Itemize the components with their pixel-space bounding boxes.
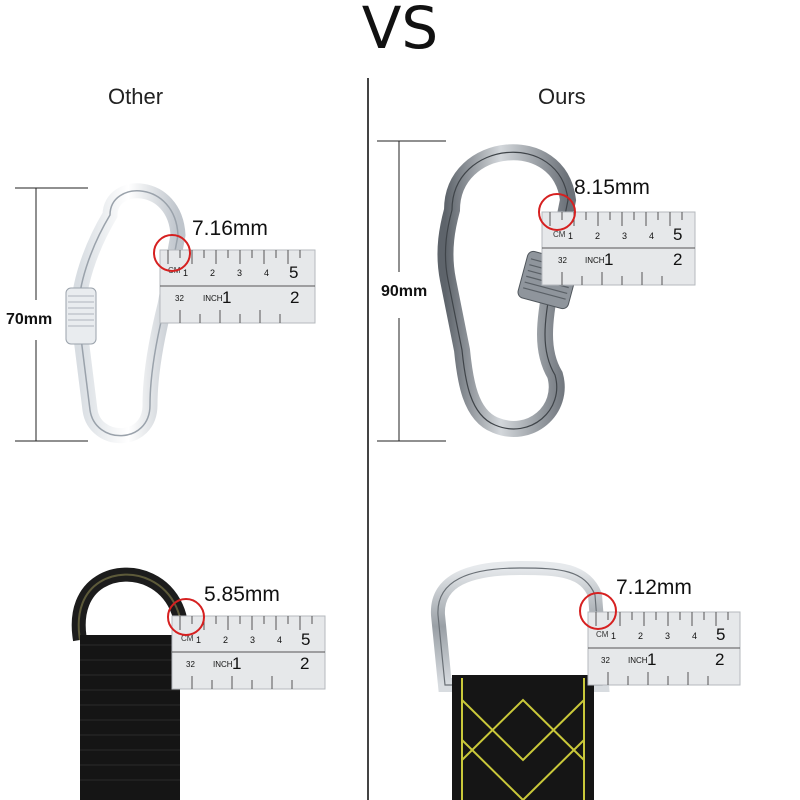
ours-dring-thickness: 7.12mm [616,576,692,599]
highlight-circle [579,592,617,630]
ruler-cm-tick: 3 [250,635,256,645]
highlight-circle [538,193,576,231]
ruler-fraction: 32 [175,294,184,303]
ruler-inch-tick: 1 [232,654,242,673]
ruler-cm-tick: 5 [289,263,299,282]
ruler-inch-tick: 2 [715,650,725,669]
ruler-cm-tick: 2 [638,631,644,641]
ruler-cm-tick: 1 [611,631,617,641]
ruler [587,611,741,686]
ruler-inch-unit: INCH [628,656,648,665]
ruler-cm-unit: CM [553,230,566,239]
ruler-cm-tick: 5 [716,625,726,644]
ruler-cm-tick: 4 [277,635,283,645]
ruler-cm-tick: 4 [692,631,698,641]
column-label-ours: Ours [538,84,586,109]
ruler-cm-tick: 4 [649,231,655,241]
ruler-inch-tick: 1 [604,250,614,269]
ruler-cm-tick: 4 [264,268,270,278]
other-carabiner-graphic [15,183,316,444]
other-carabiner-length: 70mm [6,311,53,329]
ruler-fraction: 32 [601,656,610,665]
vs-title: VS [361,0,439,62]
ruler-inch-tick: 2 [290,288,300,307]
column-divider [367,78,369,800]
ruler-cm-tick: 5 [301,630,311,649]
other-dring-graphic [71,567,326,800]
ruler [159,249,316,324]
ruler-inch-unit: INCH [203,294,223,303]
ruler-cm-unit: CM [596,630,609,639]
ruler-inch-tick: 1 [647,650,657,669]
webbing-strap [452,675,594,800]
ruler-inch-tick: 2 [673,250,683,269]
ours-carabiner-graphic [377,140,696,442]
ruler-inch-tick: 2 [300,654,310,673]
ruler-fraction: 32 [558,256,567,265]
highlight-circle [167,598,205,636]
ruler-fraction: 32 [186,660,195,669]
ruler-cm-tick: 1 [183,268,189,278]
ruler-cm-tick: 1 [568,231,574,241]
ours-carabiner-length: 90mm [381,283,428,301]
ours-carabiner-thickness: 8.15mm [574,176,650,199]
ruler-cm-tick: 5 [673,225,683,244]
ruler [541,211,696,286]
webbing-strap [80,635,180,800]
ruler-cm-tick: 1 [196,635,202,645]
ours-dring-graphic [430,560,741,800]
ruler-inch-tick: 1 [222,288,232,307]
ruler-cm-tick: 3 [622,231,628,241]
other-dring-thickness: 5.85mm [204,583,280,606]
ruler-cm-tick: 2 [595,231,601,241]
ruler-cm-tick: 2 [210,268,216,278]
ruler-cm-tick: 3 [665,631,671,641]
highlight-circle [153,234,191,272]
ruler-cm-unit: CM [181,634,194,643]
ruler-cm-tick: 2 [223,635,229,645]
ruler-inch-unit: INCH [213,660,233,669]
other-carabiner-thickness: 7.16mm [192,217,268,240]
column-label-other: Other [108,84,164,109]
ruler [171,615,326,690]
ruler-cm-tick: 3 [237,268,243,278]
ruler-inch-unit: INCH [585,256,605,265]
